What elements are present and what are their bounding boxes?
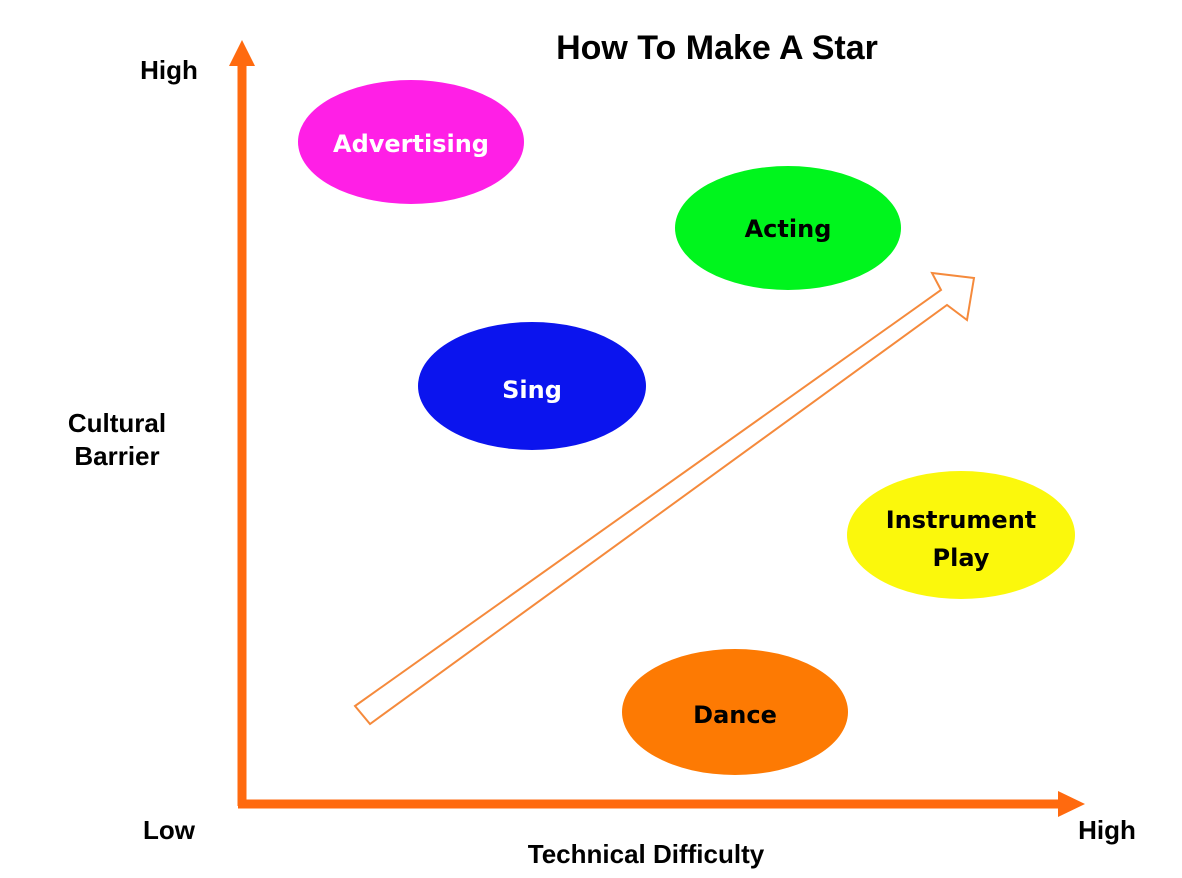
bubble-instrument-play: Instrument Play (847, 471, 1075, 599)
x-axis-arrowhead (1058, 791, 1085, 817)
bubble-advertising-shape (298, 80, 524, 204)
x-axis-high-label: High (1078, 815, 1136, 845)
x-axis-low-label: Low (143, 815, 196, 845)
bubble-acting: Acting (675, 166, 901, 290)
diagram-title: How To Make A Star (556, 29, 878, 67)
x-axis-label: Technical Difficulty (528, 839, 765, 869)
bubble-dance-label: Dance (693, 701, 777, 729)
bubble-instrument-play-label-line1: Instrument (886, 506, 1037, 534)
bubble-instrument-play-label-line2: Play (933, 544, 990, 572)
bubble-sing: Sing (418, 322, 646, 450)
bubble-sing-label: Sing (502, 376, 562, 404)
y-axis-label-line2: Barrier (74, 441, 159, 471)
bubble-dance-shape (622, 649, 848, 775)
bubble-acting-shape (675, 166, 901, 290)
bubble-dance: Dance (622, 649, 848, 775)
axes (229, 40, 1085, 817)
bubble-advertising: Advertising (298, 80, 524, 204)
y-axis-high-label: High (140, 55, 198, 85)
trend-arrow (353, 271, 976, 726)
y-axis-arrowhead (229, 40, 255, 66)
bubble-instrument-play-shape (847, 471, 1075, 599)
y-axis-label-line1: Cultural (68, 408, 166, 438)
bubble-acting-label: Acting (745, 215, 832, 243)
bubble-advertising-label: Advertising (333, 130, 489, 158)
bubble-sing-shape (418, 322, 646, 450)
